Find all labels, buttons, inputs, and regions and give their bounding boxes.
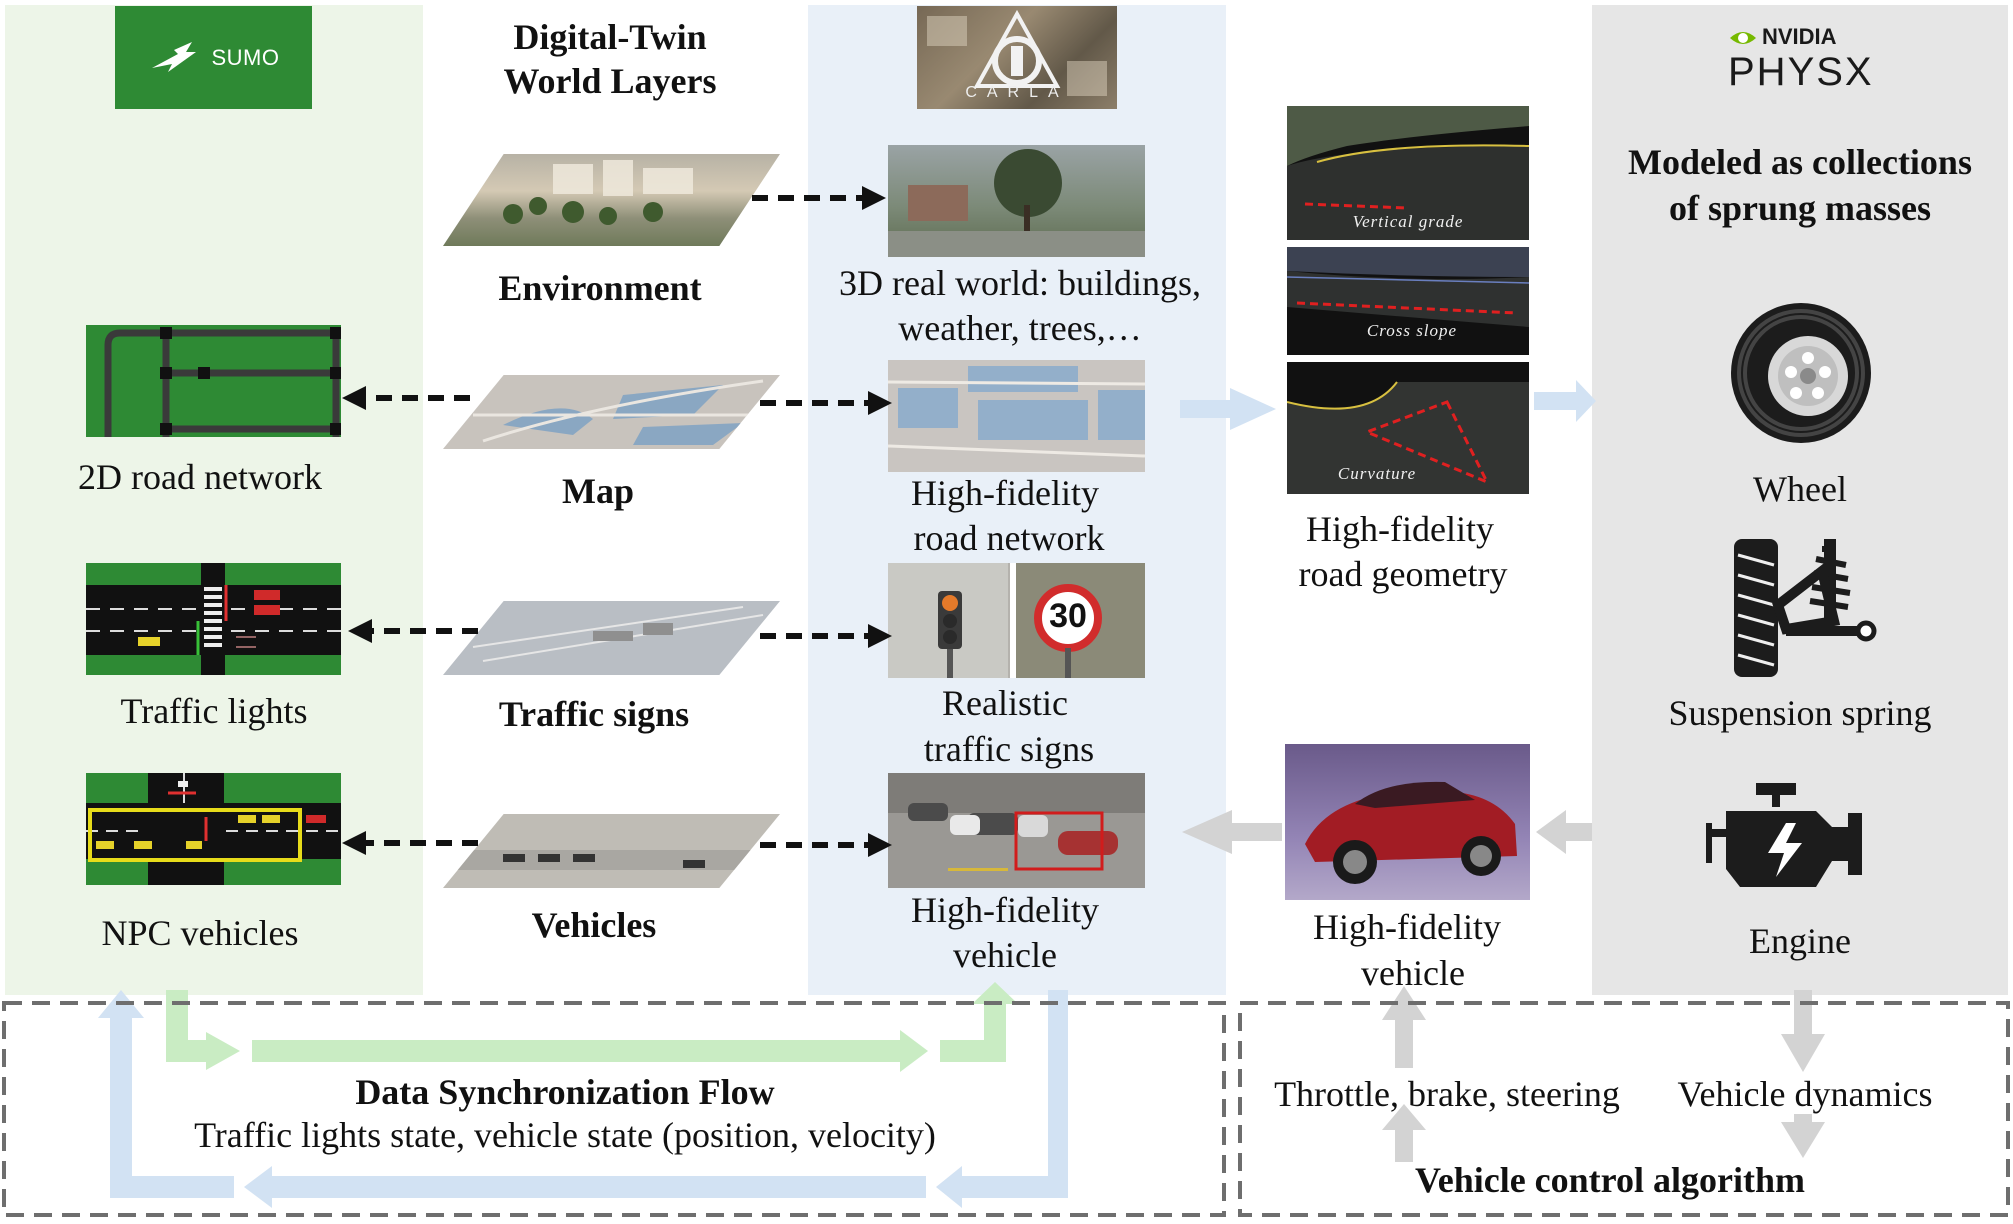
layer-label-vehicles: Vehicles [531,905,657,945]
sync-flow-subtitle: Traffic lights state, vehicle state (pos… [194,1115,936,1155]
dashed-arrows-to-carla [752,195,868,848]
geometry-curvature-image: Curvature [1287,362,1529,494]
carla-signs-line2: traffic signs [923,729,1095,769]
diagram-title-line1: Digital-Twin [513,17,707,57]
carla-logo-text: CARLA [965,84,1069,101]
speed-limit-value: 30 [1049,597,1087,635]
physx-heading-line2: of sprung masses [1668,188,1932,228]
carla-traffic-signs-image: 30 [888,563,1145,678]
physx-wheel-label: Wheel [1753,469,1847,509]
carla-logo: CARLA [917,6,1117,109]
sumo-logo-text: SUMO [211,44,280,70]
carla-env-line1: 3D real world: buildings, [839,263,1201,303]
blue-block-arrows [1180,380,1596,430]
carla-signs-line1: Realistic [942,683,1068,723]
carla-road-network-image [888,360,1145,472]
layer-environment-image [443,154,780,246]
nvidia-eye-icon [1730,32,1756,44]
layer-traffic-signs-image [443,601,780,675]
physx-logo: PHYSX [1728,50,1874,94]
green-sync-arrows [166,982,1018,1072]
carla-road-line1: High-fidelity [911,473,1099,513]
control-dynamics-label: Vehicle dynamics [1677,1074,1933,1114]
control-inputs-label: Throttle, brake, steering [1274,1074,1620,1114]
layer-label-environment: Environment [498,268,702,308]
label-2d-road-network: 2D road network [78,457,322,497]
layer-map-image [443,375,780,449]
control-algorithm-title: Vehicle control algorithm [1415,1160,1805,1200]
geometry-cross-slope-image: Cross slope [1287,247,1529,355]
carla-vehicle-line2: vehicle [953,935,1057,975]
geometry-cross-slope-label: Cross slope [1366,321,1458,340]
suspension-spring-icon [1726,535,1878,681]
geometry-curvature-label: Curvature [1337,464,1417,483]
geometry-label-line2: road geometry [1298,554,1508,594]
layer-vehicles-image [443,814,780,888]
dashed-frames [2,1001,2010,1217]
geometry-vertical-grade-image: Vertical grade [1287,106,1529,240]
nvidia-logo: NVIDIA [1728,24,1868,54]
carla-vehicle-line1: High-fidelity [911,890,1099,930]
engine-icon [1706,783,1864,895]
geometry-label-line1: High-fidelity [1306,509,1494,549]
sumo-npc-vehicles-image [86,773,341,885]
diagram-title-line2: World Layers [503,61,717,101]
dashed-arrows-to-sumo [366,395,478,846]
sumo-mark-icon [151,41,196,72]
label-npc-vehicles: NPC vehicles [101,913,299,953]
middle-vehicle-line1: High-fidelity [1313,907,1501,947]
layer-label-map: Map [562,471,634,511]
sumo-logo: SUMO [115,6,312,109]
wheel-icon [1728,300,1874,446]
physx-heading-line1: Modeled as collections [1628,142,1972,182]
geometry-vertical-grade-label: Vertical grade [1352,212,1464,231]
middle-vehicle-line2: vehicle [1361,953,1465,993]
carla-env-line2: weather, trees,… [898,308,1142,348]
physx-engine-label: Engine [1749,921,1851,961]
sync-flow-title: Data Synchronization Flow [355,1072,775,1112]
sumo-traffic-lights-image [86,563,341,675]
label-traffic-lights: Traffic lights [120,691,308,731]
carla-vehicle-image [888,773,1145,888]
layer-label-traffic-signs: Traffic signs [498,694,690,734]
middle-vehicle-image [1285,744,1530,900]
gray-block-arrows [1182,810,1825,1162]
sumo-road-network-image [86,325,341,437]
blue-sync-arrows [98,990,1068,1208]
carla-road-line2: road network [913,518,1105,558]
physx-suspension-label: Suspension spring [1668,693,1932,733]
carla-environment-image [888,145,1145,257]
nvidia-logo-text: NVIDIA [1762,24,1837,49]
